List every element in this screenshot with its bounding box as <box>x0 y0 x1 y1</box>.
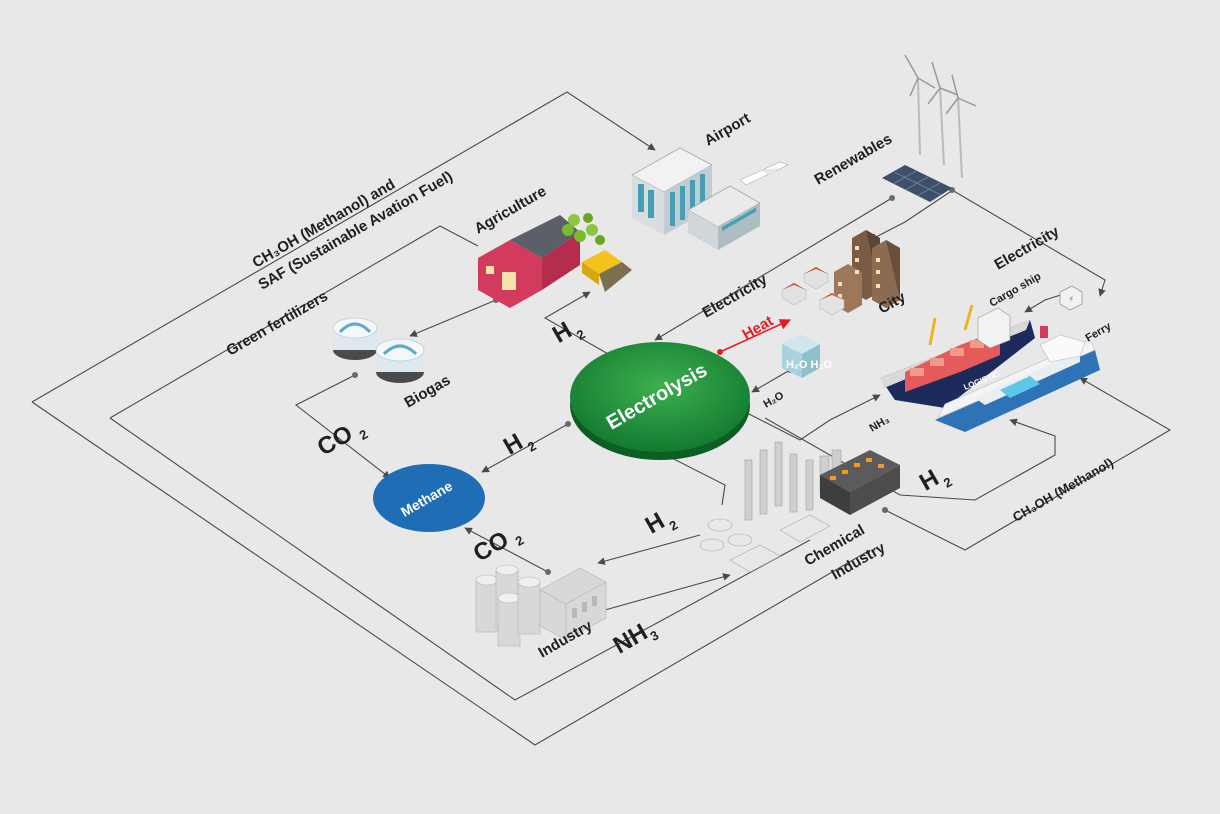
chemical-industry-illustration <box>699 441 900 573</box>
line-h2-to-methane <box>481 423 569 473</box>
line-chem-to-industry <box>597 534 701 565</box>
h2-label-right: H 2 <box>915 464 955 496</box>
svg-text:CO: CO <box>313 420 358 461</box>
ferry-illustration <box>935 326 1100 432</box>
h2o-label: H₂O <box>762 389 787 410</box>
charger-illustration: ⚡ <box>1059 285 1083 311</box>
line-nh3-chem <box>604 573 731 611</box>
heat-label: Heat <box>740 312 777 343</box>
svg-text:CO: CO <box>469 526 514 567</box>
methane-node[interactable]: Methane <box>373 464 485 532</box>
svg-text:⚡: ⚡ <box>1068 295 1074 305</box>
svg-text:2: 2 <box>941 474 955 491</box>
electrolysis-node[interactable]: Electrolysis <box>570 342 750 460</box>
nh3-label-industry: NH 3 <box>609 619 661 660</box>
h2-label-chemical: H 2 <box>641 507 681 539</box>
h2-label-methane: H 2 <box>499 428 539 460</box>
svg-text:H: H <box>641 507 670 539</box>
electricity-left-label: Electricity <box>700 271 771 322</box>
electricity-right-label: Electricity <box>992 223 1063 274</box>
line-heat <box>719 319 792 353</box>
svg-text:2: 2 <box>667 517 681 534</box>
biogas-illustration <box>332 317 425 383</box>
svg-text:2: 2 <box>574 326 588 343</box>
co2-label-industry: CO 2 <box>469 526 527 567</box>
h2-label-top: H 2 <box>548 317 588 349</box>
svg-text:2: 2 <box>525 438 539 455</box>
svg-text:H: H <box>548 317 577 349</box>
nh3-small-label: NH₃ <box>868 414 892 435</box>
ferry-label: Ferry <box>1084 320 1115 345</box>
flow-lines <box>31 91 1172 746</box>
line-fertilizers-outer <box>109 225 479 419</box>
line-h2-to-agri <box>543 291 611 356</box>
airport-illustration <box>631 147 789 250</box>
line-outer-bottom <box>31 401 871 746</box>
line-methanol-ferry <box>884 377 1172 551</box>
methanol-right-label: CH₃OH (Methanol) <box>1010 455 1116 525</box>
water-cube-illustration: H₂O H₂O <box>782 334 832 378</box>
line-electricity-right <box>951 189 1106 297</box>
renewables-illustration <box>882 54 977 202</box>
line-h2o <box>751 369 791 393</box>
line-nh3-ships <box>744 394 881 441</box>
heat-dot <box>717 349 723 355</box>
green-fertilizers-label: Green fertilizers <box>224 288 331 360</box>
airport-label: Airport <box>702 110 754 150</box>
svg-text:H: H <box>915 464 944 496</box>
line-methanol-saf-outer <box>31 91 656 403</box>
svg-text:H: H <box>499 428 528 460</box>
industry-illustration <box>475 564 607 647</box>
cargo-ship-label: Cargo ship <box>988 270 1044 309</box>
line-fertilizers-bottom <box>109 417 811 701</box>
water-cube-label: H₂O H₂O <box>786 359 832 371</box>
svg-text:NH: NH <box>609 619 653 660</box>
line-renew-to-city <box>869 191 951 241</box>
agriculture-illustration <box>478 213 632 308</box>
renewables-label: Renewables <box>812 130 896 188</box>
svg-text:2: 2 <box>513 532 527 549</box>
city-illustration <box>781 230 900 316</box>
svg-text:2: 2 <box>357 426 371 443</box>
line-chem-h2 <box>659 451 726 506</box>
line-electricity-left <box>654 197 893 341</box>
line-biogas-co2 <box>294 374 391 479</box>
line-agri-to-biogas <box>409 299 497 337</box>
line-industry-co2 <box>464 527 549 573</box>
